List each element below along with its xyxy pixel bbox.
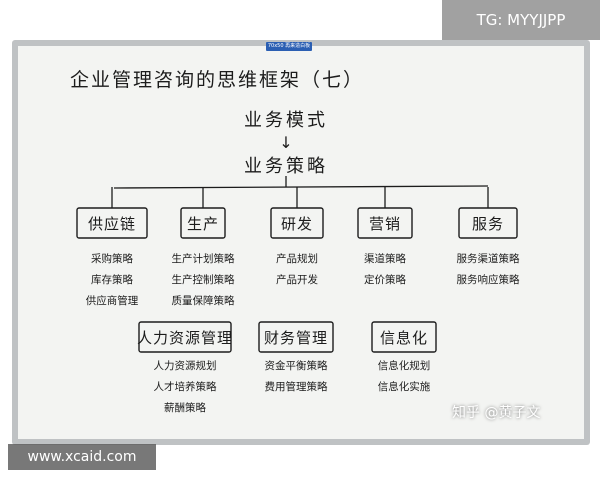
top-item-3-1: 产品规划	[276, 252, 318, 265]
top-item-2-1: 生产计划策略	[172, 252, 235, 265]
top-box-4	[357, 207, 413, 239]
whiteboard	[18, 46, 584, 439]
top-item-5-2: 服务响应策略	[457, 273, 520, 286]
business-strategy-label: 业务策略	[244, 156, 328, 177]
top-box-3	[270, 207, 324, 239]
tg-watermark: TG: MYYJJPP	[442, 0, 600, 40]
bottom-item-3-2: 信息化实施	[378, 380, 431, 393]
top-item-1-3: 供应商管理	[86, 294, 139, 307]
top-item-1-1: 采购策略	[91, 252, 133, 265]
bus-line	[113, 185, 489, 189]
top-item-2-2: 生产控制策略	[172, 273, 235, 286]
bottom-title-3: 信息化	[380, 329, 428, 347]
top-title-1: 供应链	[88, 215, 136, 233]
bottom-item-2-2: 费用管理策略	[265, 380, 328, 393]
top-item-1-2: 库存策略	[91, 273, 133, 286]
bottom-item-1-2: 人才培养策略	[154, 380, 217, 393]
bottom-item-1-3: 薪酬策略	[164, 401, 206, 414]
down-arrow-icon: ↓	[279, 133, 292, 152]
bottom-item-2-1: 资金平衡策略	[265, 359, 328, 372]
bottom-box-3	[371, 321, 437, 353]
top-item-4-1: 渠道策略	[364, 252, 406, 265]
top-title-4: 营销	[369, 215, 401, 233]
top-item-4-2: 定价策略	[364, 273, 406, 286]
top-row-nodes: 供应链采购策略库存策略供应商管理生产生产计划策略生产控制策略质量保障策略研发产品…	[76, 207, 520, 307]
top-item-5-1: 服务渠道策略	[457, 252, 520, 265]
bottom-item-3-1: 信息化规划	[378, 359, 431, 372]
top-item-3-2: 产品开发	[276, 273, 318, 286]
top-title-5: 服务	[472, 215, 504, 233]
top-box-1	[76, 207, 148, 239]
top-box-5	[458, 207, 518, 239]
bottom-row-nodes: 人力资源管理人力资源规划人才培养策略薪酬策略财务管理资金平衡策略费用管理策略信息…	[137, 321, 437, 414]
bottom-box-2	[258, 321, 334, 353]
bottom-box-1	[138, 321, 232, 353]
top-box-2	[180, 207, 226, 239]
connector-lines	[111, 176, 489, 208]
bottom-item-1-1: 人力资源规划	[154, 359, 217, 372]
whiteboard-brand-label: 70x50 再来造白板	[266, 42, 312, 51]
bottom-title-1: 人力资源管理	[137, 329, 233, 347]
zhihu-watermark: 知乎 @黄子文	[452, 405, 541, 421]
top-title-2: 生产	[187, 215, 219, 233]
business-model-label: 业务模式	[244, 110, 328, 131]
top-title-3: 研发	[281, 215, 313, 233]
site-watermark: www.xcaid.com	[8, 444, 156, 470]
board-title: 企业管理咨询的思维框架（七）	[70, 69, 364, 91]
top-item-2-3: 质量保障策略	[172, 294, 235, 307]
bottom-title-2: 财务管理	[264, 329, 328, 347]
